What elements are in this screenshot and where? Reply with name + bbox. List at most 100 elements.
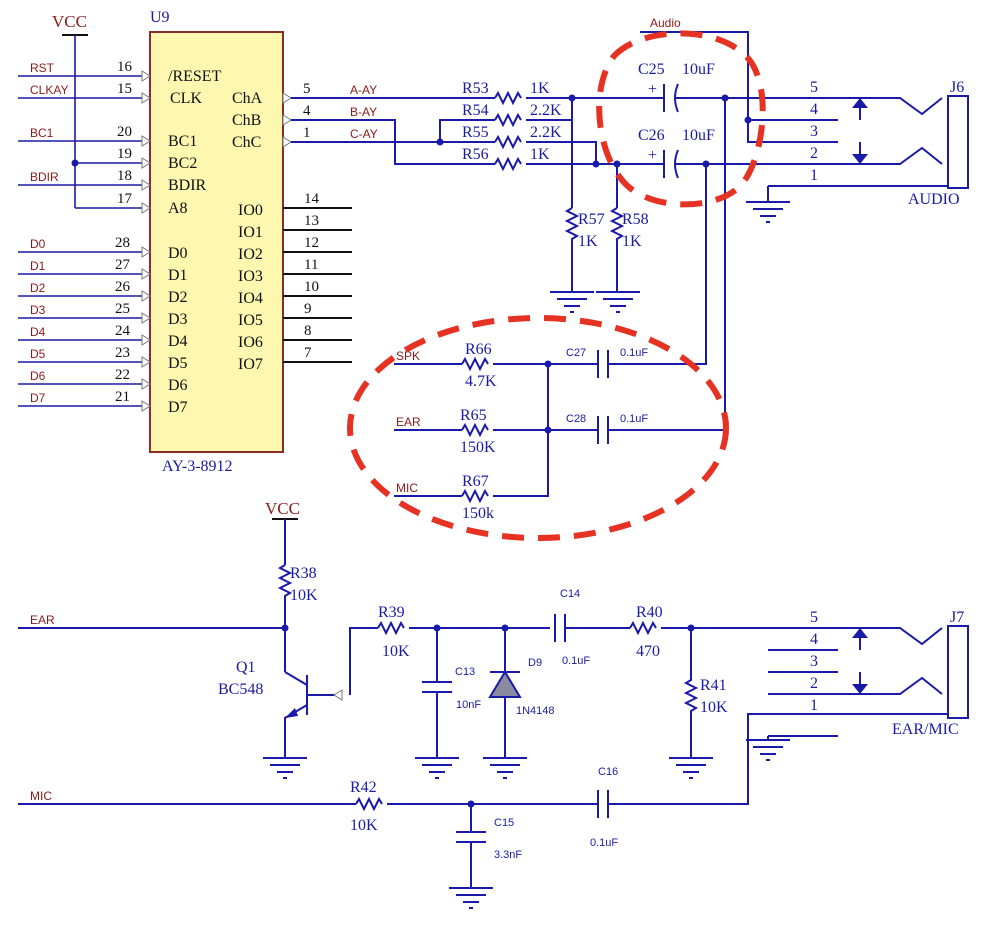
highlight-ellipse-mixer — [347, 315, 729, 541]
pin28-name: D0 — [168, 245, 188, 262]
c13-ref: C13 — [455, 666, 475, 678]
c26-ref: C26 — [638, 127, 665, 144]
r40-value: 470 — [636, 643, 660, 660]
j7-label: EAR/MIC — [892, 721, 959, 738]
ear-input-stage: VCC R38 10K EAR Q1 BC548 R39 10K — [18, 499, 838, 779]
pin25-name: D3 — [168, 311, 188, 328]
highlight-ellipse-capacitors — [596, 30, 766, 208]
j6-pin5: 5 — [810, 79, 818, 96]
net-a-ay: A-AY — [350, 83, 377, 97]
pin5-name: ChA — [232, 90, 263, 107]
pin26-name: D2 — [168, 289, 188, 306]
pin23-name: D5 — [168, 355, 188, 372]
ground-symbol-r57 — [550, 291, 594, 313]
net-spk: SPK — [396, 349, 420, 363]
q1-transistor — [284, 627, 378, 758]
net-bc1: BC1 — [30, 126, 54, 140]
net-ear-in: EAR — [30, 613, 55, 627]
r53-value: 1K — [530, 80, 550, 97]
c13-value: 10nF — [456, 699, 481, 711]
j6-pin2: 2 — [810, 145, 818, 162]
c27-value: 0.1uF — [620, 347, 648, 359]
pin23-num: 23 — [115, 345, 130, 361]
highlight-annotations — [347, 30, 766, 541]
r57-ref: R57 — [578, 211, 605, 228]
svg-text:+: + — [648, 147, 657, 164]
d9-value: 1N4148 — [516, 705, 555, 717]
net-b-ay: B-AY — [350, 105, 377, 119]
pin9-name: IO5 — [238, 312, 263, 329]
d9-ref: D9 — [528, 657, 542, 669]
pin7-num: 7 — [304, 345, 312, 361]
pin27-name: D1 — [168, 267, 188, 284]
pin12-num: 12 — [304, 235, 319, 251]
pin19-name: BC2 — [168, 155, 197, 172]
net-mic-out: MIC — [30, 789, 52, 803]
pin4-num: 4 — [303, 103, 311, 119]
pin9-num: 9 — [304, 301, 312, 317]
pin11-name: IO3 — [238, 268, 263, 285]
ground-symbol-d9 — [483, 757, 527, 779]
c28-ref: C28 — [566, 413, 586, 425]
pin8-name: IO6 — [238, 334, 263, 351]
vcc-label: VCC — [52, 12, 87, 31]
pin15-name: CLK — [170, 90, 202, 107]
net-ear: EAR — [396, 415, 421, 429]
r40-ref: R40 — [636, 604, 663, 621]
c25-ref: C25 — [638, 61, 665, 78]
net-bdir: BDIR — [30, 170, 59, 184]
speaker-mixer: SPK R66 4.7K EAR R65 150K MIC R67 150k C… — [394, 98, 726, 522]
j7-ref: J7 — [950, 609, 964, 626]
net-d2: D2 — [30, 281, 46, 295]
pin14-name: IO0 — [238, 202, 263, 219]
u9-left-pins: RST 16 /RESET CLKAY 15 CLK BC1 20 BC1 19… — [18, 59, 222, 416]
u9-part: AY-3-8912 — [162, 458, 233, 475]
r56-value: 1K — [530, 146, 550, 163]
c25-value: 10uF — [682, 61, 715, 78]
net-d7: D7 — [30, 391, 46, 405]
pin12-name: IO2 — [238, 246, 263, 263]
c27-ref: C27 — [566, 347, 586, 359]
pin26-num: 26 — [115, 279, 131, 295]
r42-value: 10K — [350, 817, 378, 834]
r57-value: 1K — [578, 233, 598, 250]
net-rst: RST — [30, 61, 55, 75]
pin13-name: IO1 — [238, 224, 263, 241]
ground-symbol-r58 — [596, 291, 640, 313]
pin18-num: 18 — [117, 168, 132, 184]
c26-value: 10uF — [682, 127, 715, 144]
pin10-num: 10 — [304, 279, 319, 295]
mic-output-stage: MIC R42 10K C15 3.3nF C16 0.1uF — [18, 713, 838, 909]
ground-symbol-r41 — [669, 757, 713, 779]
ground-symbol-j6 — [746, 201, 790, 223]
ground-symbol-c13 — [415, 757, 459, 779]
r58-ref: R58 — [622, 211, 649, 228]
net-d3: D3 — [30, 303, 46, 317]
pin7-name: IO7 — [238, 356, 263, 373]
net-d1: D1 — [30, 259, 46, 273]
j6-label: AUDIO — [908, 191, 960, 208]
data-bus-pins: D0 28 D0 D1 27 D1 D2 26 D2 D3 25 D3 D4 2… — [18, 235, 188, 416]
channel-mixer: R53 1K R54 2.2K R55 2.2K R56 1K R57 1K R… — [291, 80, 664, 313]
pin11-num: 11 — [304, 257, 318, 273]
pin1-name: ChC — [232, 134, 261, 151]
pin24-num: 24 — [115, 323, 131, 339]
j6-ref: J6 — [950, 79, 964, 96]
r54-ref: R54 — [462, 102, 489, 119]
j7-pin2: 2 — [810, 675, 818, 692]
pin4-name: ChB — [232, 112, 261, 129]
pin22-num: 22 — [115, 367, 130, 383]
j6-audio-jack: Audio 5 4 3 2 1 J6 AUDIO — [640, 16, 969, 223]
r66-value: 4.7K — [465, 373, 497, 390]
pin10-name: IO4 — [238, 290, 263, 307]
r55-ref: R55 — [462, 124, 489, 141]
pin19-num: 19 — [117, 146, 132, 162]
r55-value: 2.2K — [530, 124, 562, 141]
ground-symbol-c15 — [449, 887, 493, 909]
pin25-num: 25 — [115, 301, 130, 317]
c15-value: 3.3nF — [494, 849, 522, 861]
pin20-name: BC1 — [168, 133, 197, 150]
r38-ref: R38 — [290, 565, 317, 582]
pin8-num: 8 — [304, 323, 312, 339]
